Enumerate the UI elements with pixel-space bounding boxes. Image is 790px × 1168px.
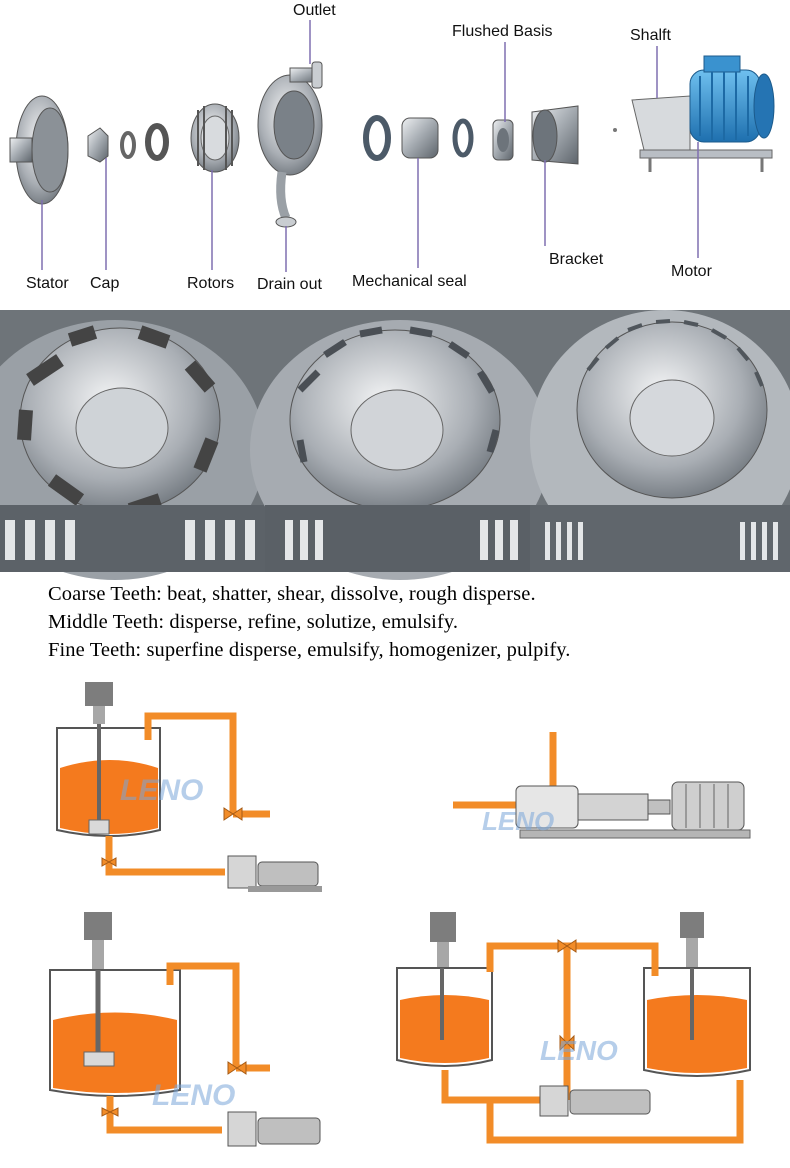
cap-part bbox=[87, 127, 109, 163]
watermark-text: LENO bbox=[120, 774, 203, 807]
label-stator: Stator bbox=[26, 275, 69, 292]
rotors-part bbox=[190, 103, 240, 173]
pin-part bbox=[613, 128, 617, 132]
teeth-photos bbox=[0, 310, 790, 580]
label-bracket: Bracket bbox=[549, 251, 604, 268]
mechanical-seal-part bbox=[363, 115, 474, 161]
fine-teeth-photo bbox=[530, 310, 790, 572]
flushed-basis-part bbox=[492, 119, 514, 161]
label-flushed-basis: Flushed Basis bbox=[452, 23, 553, 40]
coarse-teeth-photo bbox=[0, 320, 265, 580]
label-drain-out: Drain out bbox=[257, 276, 322, 293]
installation-diagram-dual-tank bbox=[396, 912, 751, 1144]
bracket-part bbox=[531, 105, 579, 165]
watermark-text: LENO bbox=[540, 1035, 618, 1066]
stator-part bbox=[9, 95, 69, 205]
label-outlet: Outlet bbox=[293, 2, 336, 19]
motor-part bbox=[631, 55, 775, 172]
washer-part bbox=[120, 123, 169, 161]
callout-lines bbox=[41, 20, 699, 272]
pump-housing-part bbox=[257, 61, 323, 228]
installation-diagram-batch bbox=[49, 912, 321, 1147]
label-mechanical-seal: Mechanical seal bbox=[352, 273, 467, 290]
label-cap: Cap bbox=[90, 275, 120, 292]
middle-teeth-photo bbox=[250, 320, 550, 580]
installation-diagram-inline bbox=[453, 732, 751, 839]
label-rotors: Rotors bbox=[187, 275, 235, 292]
caption-fine-teeth: Fine Teeth: superfine disperse, emulsify… bbox=[48, 639, 571, 661]
label-shaft: Shalft bbox=[630, 27, 671, 44]
exploded-parts-view bbox=[9, 20, 775, 272]
caption-middle-teeth: Middle Teeth: disperse, refine, solutize… bbox=[48, 611, 459, 633]
installation-diagram-circulation bbox=[56, 682, 322, 892]
label-motor: Motor bbox=[671, 263, 712, 280]
watermark-text: LENO bbox=[482, 806, 554, 836]
watermark-text: LENO bbox=[152, 1079, 235, 1112]
caption-coarse-teeth: Coarse Teeth: beat, shatter, shear, diss… bbox=[48, 583, 536, 605]
watermark-group: LENO LENO LENO LENO bbox=[120, 774, 618, 1112]
stator-teeth-rows bbox=[5, 520, 778, 560]
